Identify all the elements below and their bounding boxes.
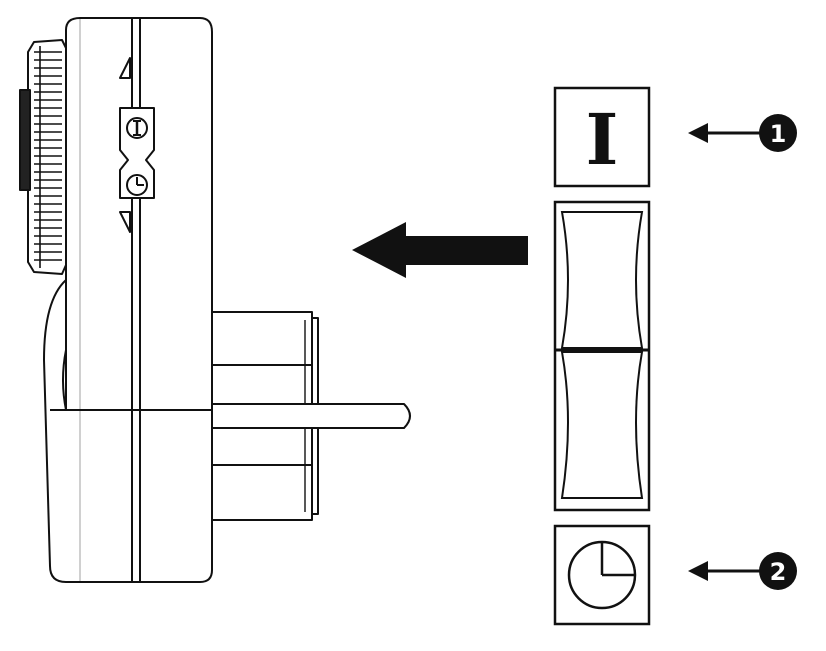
dial-teeth bbox=[34, 46, 62, 268]
legend-timer-box bbox=[553, 524, 651, 626]
callout-1: 1 bbox=[688, 114, 797, 152]
callout-number: 2 bbox=[770, 558, 787, 586]
housing bbox=[43, 17, 213, 583]
plug bbox=[211, 311, 411, 521]
selector-switch bbox=[119, 57, 155, 233]
rocker-switch bbox=[553, 200, 651, 512]
callout-number: 1 bbox=[770, 120, 787, 148]
timer-device bbox=[19, 17, 411, 583]
rotary-dial bbox=[19, 39, 67, 275]
timer-clock-icon bbox=[567, 540, 637, 610]
callout-2: 2 bbox=[688, 552, 797, 590]
direction-arrow bbox=[352, 222, 528, 278]
legend-on-box: I bbox=[553, 86, 651, 188]
on-symbol: I bbox=[586, 98, 619, 181]
